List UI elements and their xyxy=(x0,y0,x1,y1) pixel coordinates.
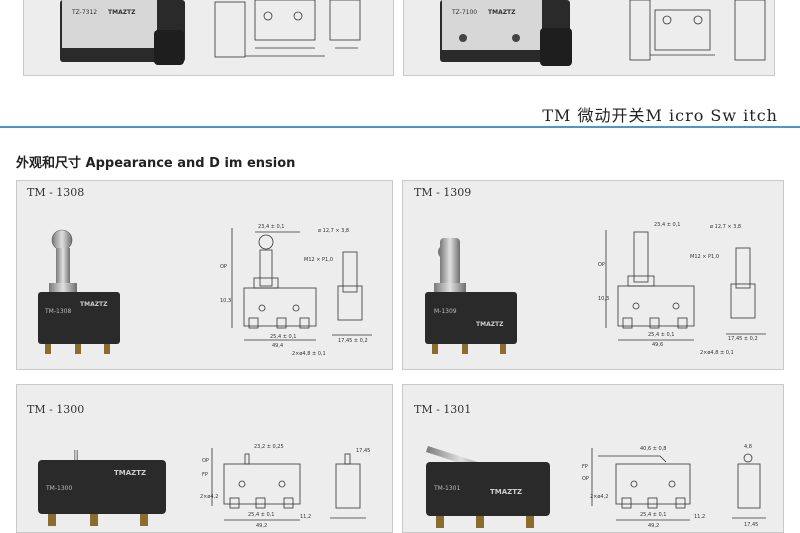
top-right-case-label: TZ-7100 xyxy=(451,9,477,16)
product-panel-tm1308 xyxy=(16,180,393,370)
top-left-switch-photo: TZ-7312 TMAZTZ xyxy=(60,0,185,65)
product-model-label: TM - 1301 xyxy=(414,403,472,416)
product-model-label: TM - 1309 xyxy=(414,186,472,199)
product-panel-tm1309 xyxy=(402,180,784,370)
top-right-switch-photo: TZ-7100 TMAZTZ xyxy=(440,0,572,66)
catalog-header-title: TM 微动开关M icro Sw itch xyxy=(542,106,778,125)
top-right-drawing xyxy=(629,0,766,61)
header-divider xyxy=(0,126,800,128)
top-left-brand: TMAZTZ xyxy=(108,9,136,16)
section-title: 外观和尺寸 Appearance and D im ension xyxy=(16,156,296,171)
product-model-label: TM - 1300 xyxy=(27,403,85,416)
product-model-label: TM - 1308 xyxy=(27,186,85,199)
top-right-brand: TMAZTZ xyxy=(488,9,516,16)
top-left-drawing xyxy=(214,0,361,58)
top-left-case-label: TZ-7312 xyxy=(71,9,97,16)
